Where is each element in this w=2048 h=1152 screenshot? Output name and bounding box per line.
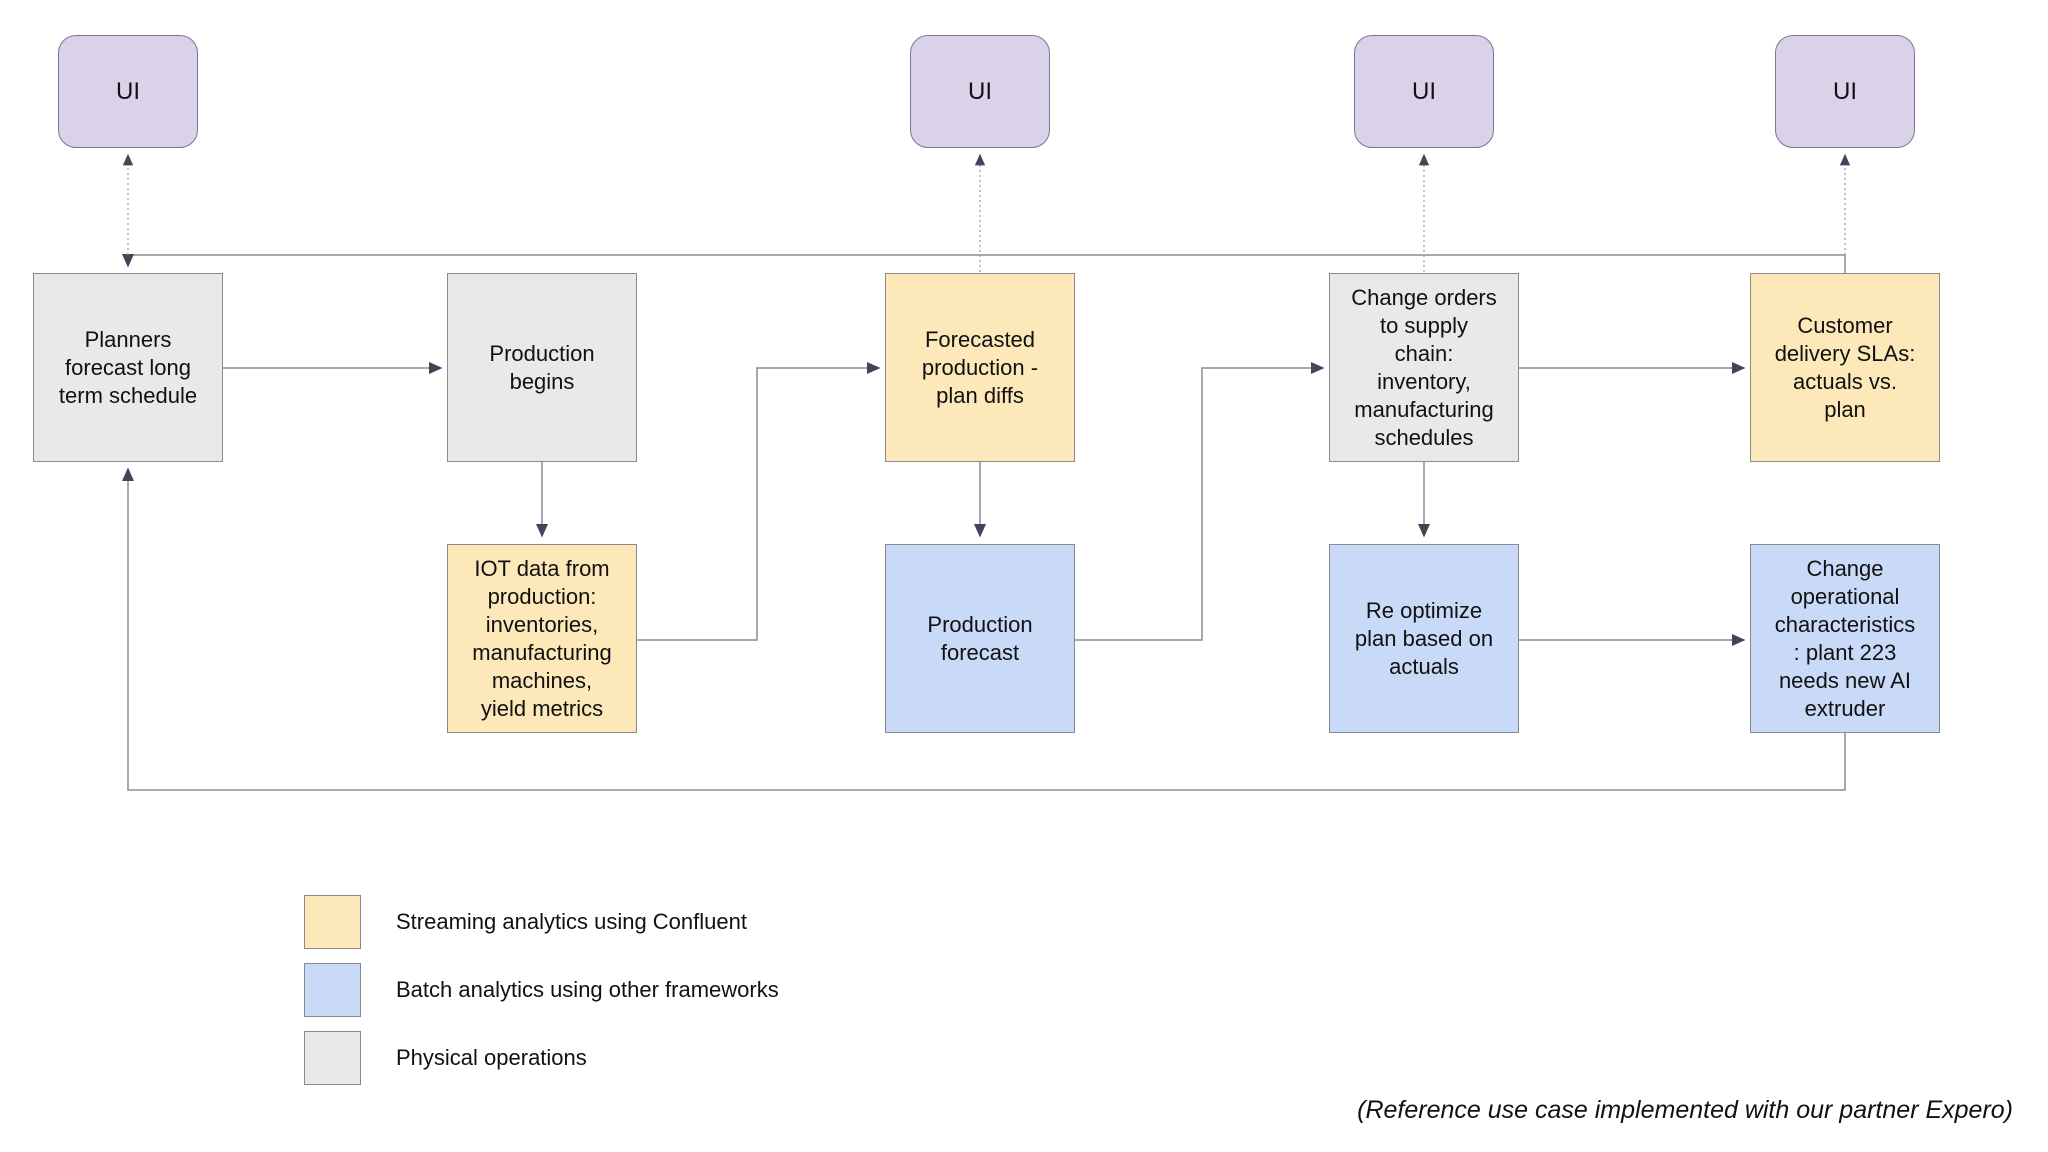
legend-item-streaming: Streaming analytics using Confluent [304, 895, 747, 949]
node-reoptimize-plan: Re optimize plan based on actuals [1329, 544, 1519, 733]
node-forecasted-production: Forecasted production - plan diffs [885, 273, 1075, 462]
legend-swatch-physical [304, 1031, 361, 1085]
ui-node-3: UI [1354, 35, 1494, 148]
node-production-forecast: Production forecast [885, 544, 1075, 733]
node-planners-forecast: Planners forecast long term schedule [33, 273, 223, 462]
node-production-begins: Production begins [447, 273, 637, 462]
arrow-production-forecast-to-change-orders [1075, 362, 1325, 641]
legend-label-streaming: Streaming analytics using Confluent [396, 909, 747, 934]
legend-swatch-streaming [304, 895, 361, 949]
ui-node-2: UI [910, 35, 1050, 148]
node-iot-data: IOT data from production: inventories, m… [447, 544, 637, 733]
feedback-line-top [122, 254, 1846, 273]
reference-note: (Reference use case implemented with our… [1357, 1096, 2013, 1124]
legend-label-batch: Batch analytics using other frameworks [396, 977, 779, 1002]
arrow-iot-to-forecasted [637, 362, 881, 641]
ui-node-1: UI [58, 35, 198, 148]
legend-item-physical: Physical operations [304, 1031, 587, 1085]
legend-label-physical: Physical operations [396, 1045, 587, 1070]
node-change-orders: Change orders to supply chain: inventory… [1329, 273, 1519, 462]
legend-swatch-batch [304, 963, 361, 1017]
node-customer-slas: Customer delivery SLAs: actuals vs. plan [1750, 273, 1940, 462]
ui-node-4: UI [1775, 35, 1915, 148]
node-change-operational: Change operational characteristics : pla… [1750, 544, 1940, 733]
legend-item-batch: Batch analytics using other frameworks [304, 963, 779, 1017]
